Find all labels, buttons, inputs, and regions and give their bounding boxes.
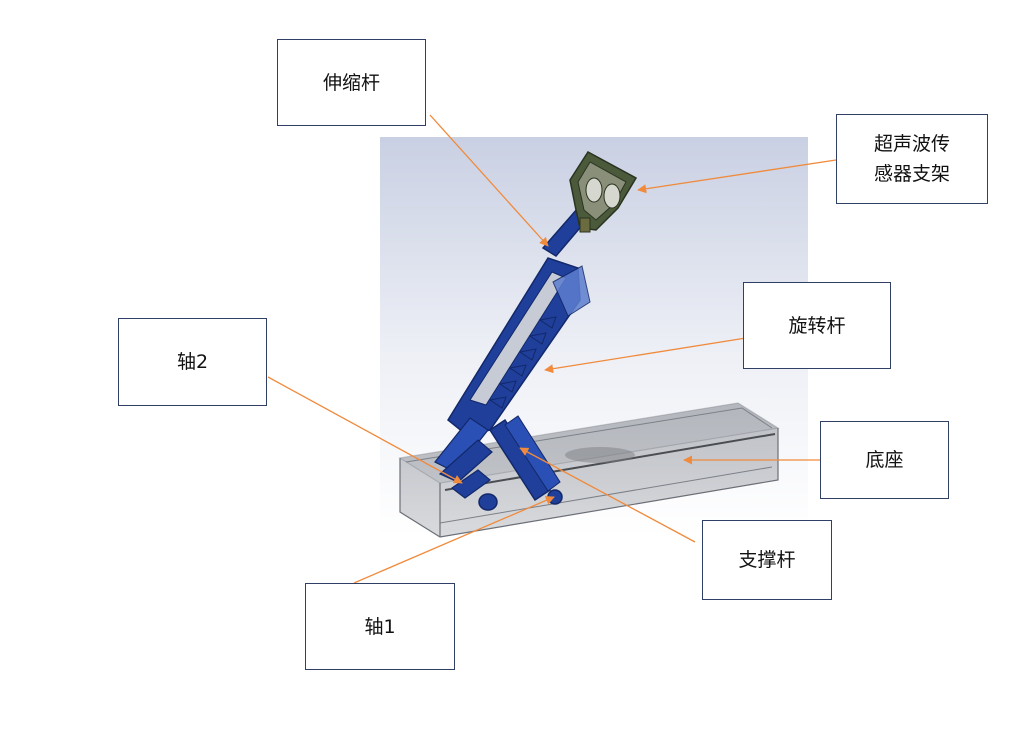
- label-ultrasonic-bracket-line1: 超声波传: [873, 133, 950, 155]
- label-ultrasonic-bracket-line2: 感器支架: [873, 163, 950, 185]
- support-rod-part: [488, 415, 561, 502]
- label-shaft1-text: 轴1: [364, 615, 396, 638]
- leader-telescopic-rod: [429, 114, 549, 247]
- label-telescopic-rod: 伸缩杆: [277, 39, 426, 126]
- label-shaft2-text: 轴2: [176, 351, 209, 373]
- label-ultrasonic-bracket: 超声波传 感器支架: [836, 114, 988, 204]
- leader-rotating-rod: [544, 337, 747, 374]
- leader-shaft1: [353, 496, 555, 584]
- leader-shaft2: [267, 376, 463, 484]
- rotating-rod-part: [447, 257, 591, 437]
- ultrasonic-bracket-part: [569, 151, 638, 233]
- label-support-rod: 支撑杆: [702, 520, 832, 600]
- label-support-rod-text: 支撑杆: [738, 549, 796, 571]
- label-base-text: 底座: [865, 449, 904, 471]
- leader-support-rod: [519, 447, 696, 543]
- label-telescopic-rod-text: 伸缩杆: [322, 71, 380, 94]
- lower-linkage-part: [434, 417, 493, 499]
- label-rotating-rod-text: 旋转杆: [788, 314, 846, 337]
- shaft-parts: [478, 489, 563, 511]
- label-shaft1: 轴1: [305, 583, 455, 670]
- leader-lines: [267, 114, 837, 584]
- label-shaft2: 轴2: [118, 318, 267, 406]
- leader-ultrasonic-bracket: [637, 159, 837, 194]
- label-base: 底座: [820, 421, 949, 499]
- label-rotating-rod: 旋转杆: [743, 282, 891, 369]
